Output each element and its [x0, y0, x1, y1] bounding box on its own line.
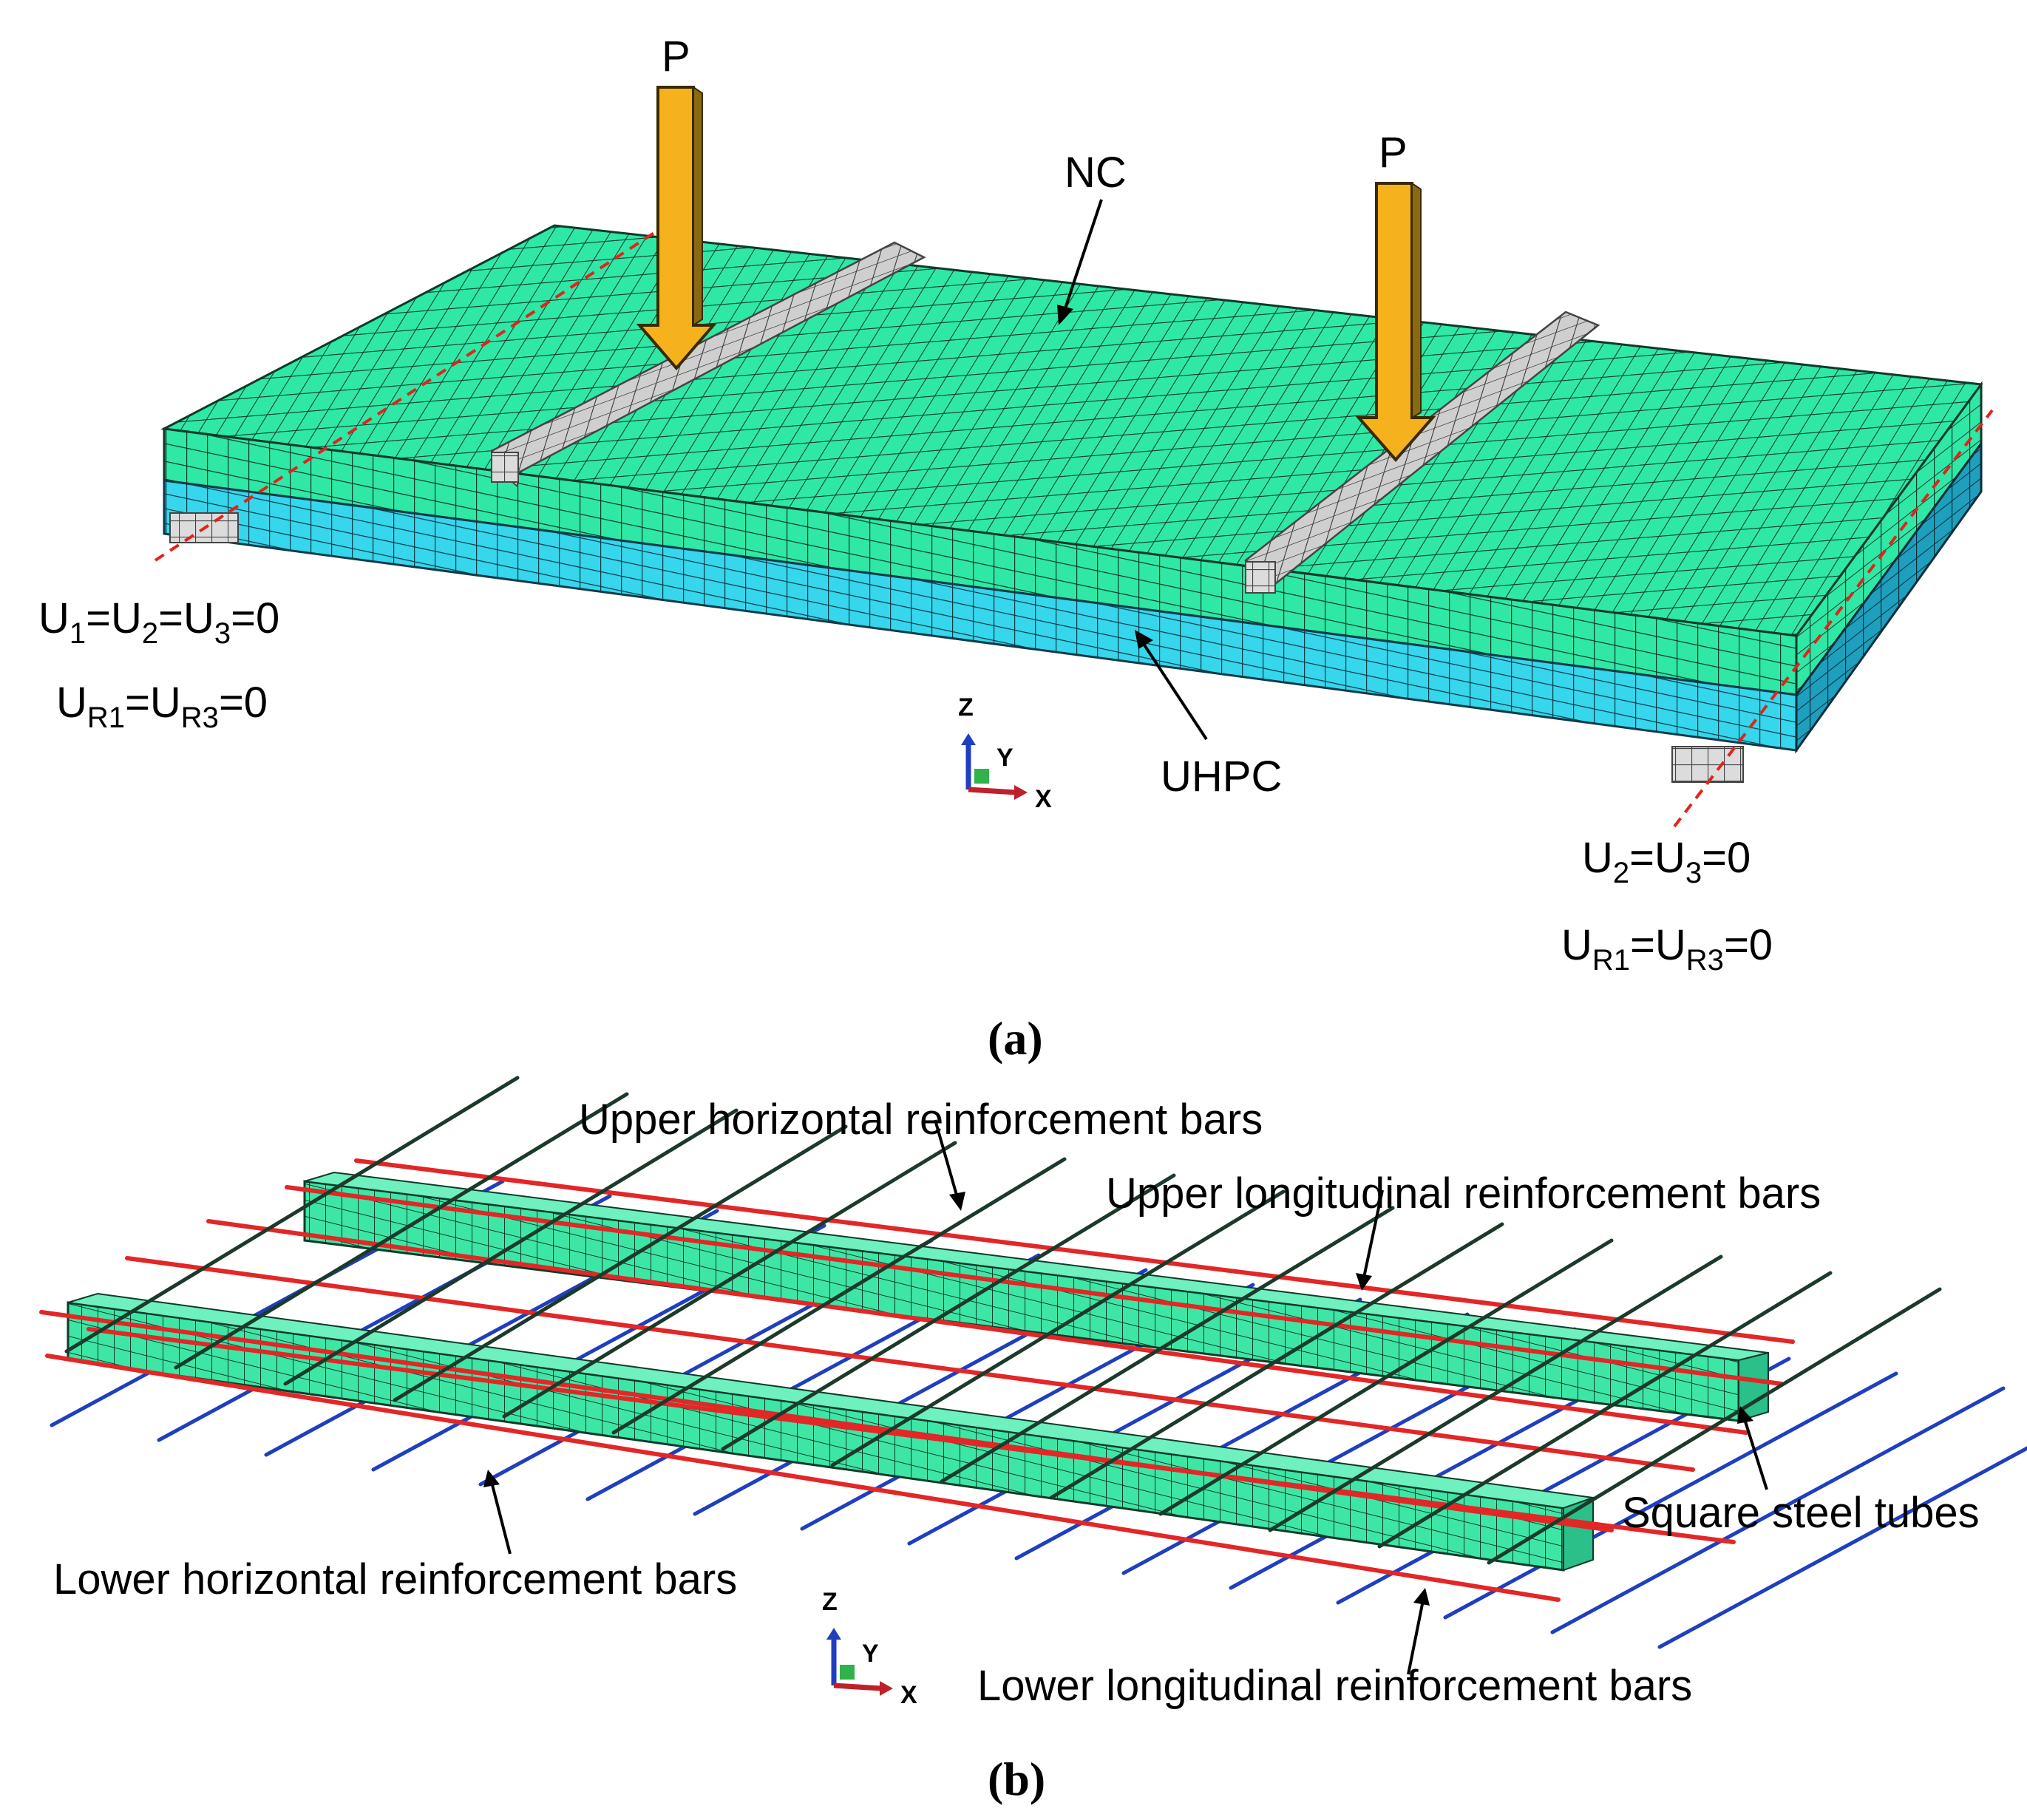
upper-horizontal-bar [940, 1206, 1395, 1484]
upper-horizontal-bar [174, 1092, 629, 1370]
upper-horizontal-bar [283, 1108, 739, 1386]
upper-horizontal-bar [393, 1124, 848, 1402]
square-tubes-pointer [1737, 1406, 1768, 1490]
upper-horizontal-bar [64, 1076, 520, 1354]
caption-a: (a) [988, 1012, 1043, 1065]
uhpc-label: UHPC [1161, 753, 1283, 801]
upper-horizontal-bar [502, 1141, 957, 1419]
uhpc-pointer [1135, 630, 1208, 741]
longitudinal-bar [125, 1256, 1695, 1472]
uhpc-right-face [1795, 440, 1983, 754]
right-support-rotation: UR1=UR3=0 [1561, 921, 1773, 977]
lower-longitudinal-pointer [1407, 1588, 1430, 1675]
lower-horizontal-bar [1657, 1446, 2027, 1649]
lower-horizontal-pointer [483, 1470, 512, 1555]
slab-3d-mesh [154, 86, 1994, 828]
square-tubes-label: Square steel tubes [1622, 1489, 1980, 1537]
axis-x-label-a: X [1035, 785, 1052, 813]
load-arrow-1 [636, 86, 717, 371]
axis-y-label-b: Y [862, 1640, 879, 1668]
caption-b: (b) [988, 1753, 1046, 1805]
upper-horizontal-bar [611, 1157, 1067, 1435]
left-boundary-line [154, 224, 667, 562]
upper-horizontal-bar [1487, 1287, 1942, 1565]
longitudinal-bar [285, 1185, 1784, 1386]
axis-z-label-b: Z [822, 1588, 838, 1616]
upper-horizontal-bar [830, 1189, 1286, 1467]
nc-label: NC [1065, 149, 1127, 197]
steel-strip-1 [489, 241, 926, 489]
axis-x-label-b: X [900, 1681, 917, 1709]
upper-horizontal-bar [1158, 1238, 1614, 1516]
upper-horizontal-bar [1268, 1254, 1723, 1532]
lower-horizontal-bar [1443, 1371, 1898, 1620]
panel-b-reinforcement: Upper horizontal reinforcement bars Uppe… [0, 1042, 2027, 1820]
upper-longitudinal-pointer [1356, 1189, 1384, 1291]
load-arrow-2 [1355, 182, 1436, 463]
upper-longitudinal-label: Upper longitudinal reinforcement bars [1106, 1169, 1821, 1218]
nc-pointer [1057, 199, 1103, 325]
longitudinal-bar [354, 1158, 1795, 1344]
panel-a-slab-model: P P NC UHPC U1=U2=U3=0 UR1=UR3=0 U2=U3=0… [38, 33, 1994, 1065]
lower-horizontal-bar [1550, 1386, 2006, 1634]
axis-z-label-a: Z [958, 693, 974, 721]
upper-horizontal-bar [1377, 1271, 1833, 1549]
left-support-translation: U1=U2=U3=0 [38, 594, 280, 650]
longitudinal-bar [86, 1327, 1736, 1544]
upper-horizontal-bar [1049, 1222, 1504, 1500]
lower-horizontal-label: Lower horizontal reinforcement bars [53, 1555, 738, 1603]
load-label-1: P [662, 33, 690, 81]
left-support-rotation: UR1=UR3=0 [56, 679, 268, 734]
lower-longitudinal-label: Lower longitudinal reinforcement bars [977, 1662, 1693, 1710]
axis-triad-b [826, 1628, 893, 1696]
upper-horizontal-bars [64, 1076, 1942, 1565]
axis-y-label-a: Y [996, 744, 1014, 772]
right-support-translation: U2=U3=0 [1582, 834, 1751, 889]
upper-horizontal-bar [721, 1173, 1176, 1451]
axis-triad-a [961, 733, 1028, 800]
longitudinal-bar [45, 1354, 1561, 1602]
steel-strip-2 [1243, 310, 1600, 594]
upper-horizontal-pointer [934, 1119, 965, 1211]
load-label-2: P [1379, 129, 1408, 177]
reinforcement-cage [39, 1076, 2027, 1696]
longitudinal-bars [39, 1158, 1795, 1602]
upper-horizontal-label: Upper horizontal reinforcement bars [579, 1096, 1263, 1144]
